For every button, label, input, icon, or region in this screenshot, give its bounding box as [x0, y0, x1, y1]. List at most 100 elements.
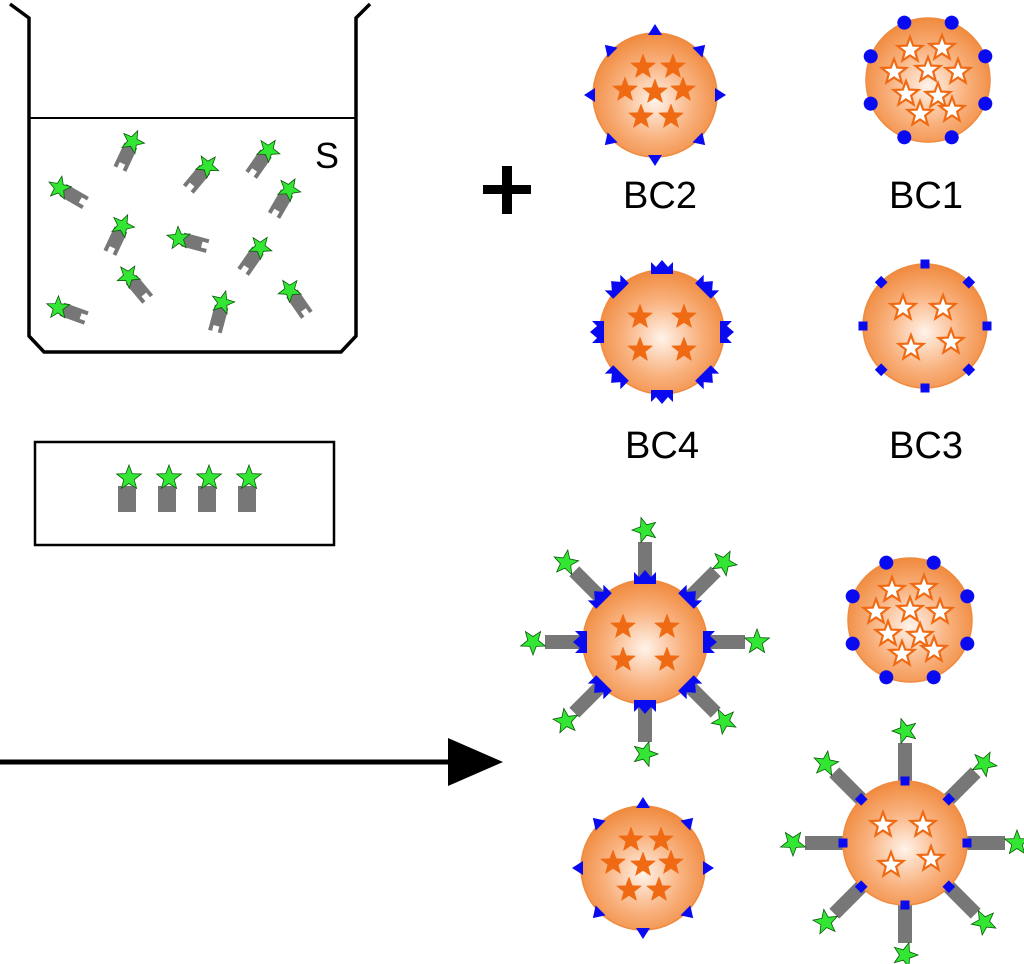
- adapter-icon: [584, 88, 595, 102]
- bead-icon: [572, 797, 714, 939]
- probe-label-star: [121, 129, 146, 155]
- bead-star-hollow: [924, 595, 956, 626]
- probe-body: [59, 302, 89, 325]
- probe-icon: [235, 463, 263, 512]
- bead-star-hollow: [942, 55, 974, 86]
- bead-icon: [779, 717, 1024, 964]
- bead-icon: [858, 259, 992, 393]
- probe-label-star: [255, 139, 281, 164]
- probe-label-star: [116, 265, 142, 290]
- probe-body: [182, 164, 211, 194]
- adapter-icon: [587, 675, 612, 700]
- beaker-probe-mixture: [45, 129, 313, 334]
- probe-body: [286, 289, 313, 319]
- adapter-icon: [960, 636, 975, 651]
- bound-probe-star: [893, 941, 920, 964]
- probe-body: [238, 486, 256, 512]
- adapter-icon: [944, 15, 959, 30]
- bead-star-hollow: [936, 93, 968, 124]
- probe-label-star: [115, 463, 143, 490]
- bead-star-filled: [627, 103, 655, 129]
- bound-probe-star: [519, 630, 547, 657]
- adapter-icon: [897, 15, 912, 30]
- bound-probe-star: [811, 908, 839, 935]
- bead-star-filled: [659, 53, 687, 79]
- bead-star-filled: [615, 876, 643, 902]
- probe-body: [59, 183, 89, 210]
- bead-icon: [519, 516, 771, 768]
- bead-star-hollow: [890, 77, 922, 108]
- bead-star-hollow: [904, 97, 936, 128]
- adapter-icon: [703, 861, 714, 875]
- probe-body: [245, 149, 272, 179]
- bead-star-filled: [609, 613, 637, 639]
- adapter-icon: [678, 584, 703, 609]
- bead-star-filled: [626, 303, 654, 329]
- bead-star-hollow: [887, 291, 919, 322]
- probe-label-star: [194, 155, 220, 180]
- probe-body: [118, 486, 136, 512]
- probe-label-star: [48, 175, 73, 201]
- adapter-icon: [604, 132, 618, 146]
- adapter-icon: [604, 365, 629, 390]
- bead-star-filled: [657, 103, 685, 129]
- bead-star-filled: [617, 826, 645, 852]
- adapter-icon: [715, 88, 726, 102]
- bound-probe-star: [890, 717, 917, 745]
- adapter-icon: [845, 636, 860, 651]
- bound-probe-star: [970, 909, 997, 937]
- probe-body: [237, 246, 264, 276]
- adapter-icon: [703, 631, 717, 653]
- adapter-icon: [897, 130, 912, 145]
- probe-label-star: [211, 289, 236, 315]
- probe-icon: [267, 178, 302, 219]
- adapter-icon: [592, 905, 606, 919]
- bead-star-hollow: [876, 573, 908, 604]
- adapter-icon: [648, 155, 662, 166]
- beaker: S: [8, 2, 372, 354]
- bead-star-hollow: [908, 571, 940, 602]
- bead-star-filled: [653, 613, 681, 639]
- bead-label-bc4: BC4: [625, 425, 699, 467]
- bead-star-filled: [641, 78, 669, 104]
- bead-star-hollow: [872, 617, 904, 648]
- bead-star-filled: [670, 336, 698, 362]
- bead-star-hollow: [878, 55, 910, 86]
- bead-star-hollow: [886, 637, 918, 668]
- probe-body: [208, 304, 229, 334]
- bead-star-hollow: [895, 331, 927, 362]
- probe-label-star: [111, 213, 136, 239]
- probe-label-star: [235, 463, 263, 490]
- bound-probe-star: [743, 627, 771, 654]
- probe-icon: [45, 294, 89, 325]
- bead-star-filled: [653, 646, 681, 672]
- adapter-icon: [838, 838, 848, 848]
- bound-probe-star: [971, 751, 999, 778]
- adapter-icon: [587, 584, 612, 609]
- adapter-icon: [944, 130, 959, 145]
- adapter-icon: [900, 776, 910, 786]
- bead-star-hollow: [907, 808, 939, 839]
- bead-star-hollow: [904, 619, 936, 650]
- probe-icon: [182, 155, 220, 194]
- probe-icon: [113, 129, 146, 172]
- bead-star-hollow: [918, 633, 950, 664]
- probe-icon: [155, 463, 183, 512]
- bead-star-hollow: [860, 595, 892, 626]
- probe-icon: [116, 265, 154, 304]
- bead-star-hollow: [867, 808, 899, 839]
- bead-star-hollow: [912, 53, 944, 84]
- adapter-icon: [648, 24, 662, 35]
- bead-star-filled: [669, 76, 697, 102]
- bound-probe-star: [1003, 828, 1024, 855]
- probe-label-star: [195, 463, 223, 490]
- probe-icon: [103, 213, 136, 256]
- bound-probe-star: [710, 708, 737, 736]
- adapter-icon: [634, 570, 656, 584]
- bound-probe-body: [829, 881, 867, 919]
- adapter-icon: [900, 900, 910, 910]
- adapter-icon: [879, 670, 894, 685]
- bound-probe-star: [553, 548, 580, 576]
